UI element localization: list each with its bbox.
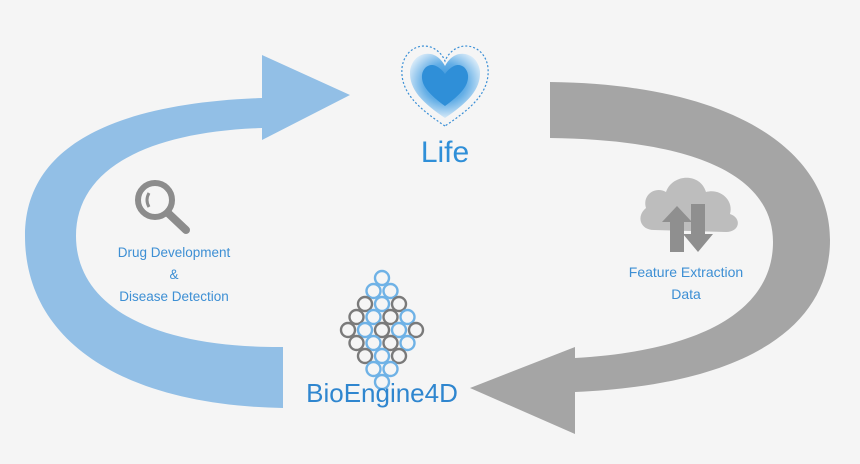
drug-line-3: Disease Detection: [119, 289, 229, 304]
network-node: [373, 347, 391, 365]
neural-network-icon: [339, 269, 425, 391]
blue-cycle-arrow: [25, 55, 350, 408]
network-node: [339, 321, 357, 339]
network-node: [373, 269, 391, 287]
feature-line-1: Feature Extraction: [628, 264, 744, 280]
magnifier-icon: [135, 180, 190, 234]
network-node: [407, 321, 425, 339]
network-node: [373, 373, 391, 391]
network-node: [382, 334, 399, 352]
network-node: [356, 347, 374, 365]
drug-line-1: Drug Development: [117, 245, 231, 260]
network-node: [373, 321, 391, 339]
network-node: [348, 334, 365, 352]
network-node: [373, 295, 391, 313]
network-node: [382, 282, 399, 300]
network-node: [365, 282, 382, 300]
network-node: [390, 295, 408, 313]
gray-cycle-arrow: [470, 82, 830, 434]
feature-line-2: Data: [671, 286, 701, 302]
network-node: [399, 334, 416, 352]
drug-line-2: &: [169, 267, 179, 282]
drug-development-label: Drug Development & Disease Detection: [84, 242, 264, 308]
network-node: [390, 321, 408, 339]
network-node: [382, 308, 399, 326]
network-node: [390, 347, 408, 365]
cloud-sync-icon: [640, 177, 738, 252]
bioengine-label: BioEngine4D: [306, 378, 458, 408]
network-node: [356, 295, 374, 313]
binary-heart-icon: [401, 45, 489, 127]
network-node: [365, 360, 382, 378]
network-node: [348, 308, 365, 326]
life-label: Life: [420, 136, 470, 169]
network-node: [399, 308, 416, 326]
network-node: [356, 321, 374, 339]
network-node: [365, 334, 382, 352]
network-node: [365, 308, 382, 326]
feature-extraction-label: Feature Extraction Data: [596, 261, 776, 305]
network-node: [382, 360, 399, 378]
